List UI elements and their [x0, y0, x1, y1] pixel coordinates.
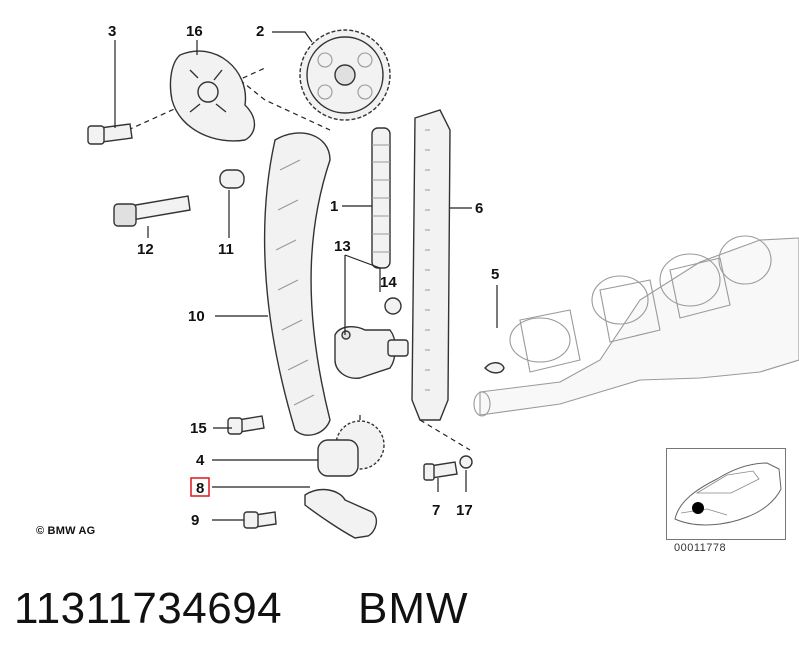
callout-5: 5: [491, 266, 499, 283]
part-13-tensioner: [334, 326, 409, 379]
brand-name: BMW: [358, 584, 469, 633]
part-9-bolt: [243, 511, 277, 529]
callout-9: 9: [191, 512, 199, 529]
part-number: 11311734694: [14, 584, 283, 633]
part-10-tensioner-rail: [263, 132, 331, 436]
callout-12: 12: [137, 241, 154, 258]
car-outline-icon: [674, 462, 782, 526]
callout-6: 6: [475, 200, 483, 217]
leader-lines: [114, 31, 498, 521]
part-7-bolt: [423, 461, 458, 481]
part-6-guide-rail: [411, 109, 451, 421]
callout-1: 1: [330, 198, 338, 215]
location-marker: [692, 502, 704, 514]
callout-8-highlight: [190, 477, 210, 497]
parts-diagram: 3 16 2 1 6 12 11 13 14 5 10 15 4 8 9 7 1…: [87, 23, 799, 539]
crankshaft-illustration: [473, 235, 799, 417]
callout-13: 13: [334, 238, 351, 255]
part-2-sprocket: [299, 29, 391, 121]
callout-17: 17: [456, 502, 473, 519]
vehicle-thumbnail: [666, 448, 786, 540]
part-8-guide: [304, 488, 378, 539]
part-15-bolt: [227, 415, 265, 435]
part-16-cover: [169, 50, 256, 142]
callout-15: 15: [190, 420, 207, 437]
copyright-notice: © BMW AG: [36, 525, 96, 537]
callout-7: 7: [432, 502, 440, 519]
part-5-key: [484, 362, 505, 374]
callout-2: 2: [256, 23, 264, 40]
callout-16: 16: [186, 23, 203, 40]
part-1-chain: [371, 127, 391, 269]
callout-4: 4: [196, 452, 205, 469]
thumbnail-code: 00011778: [674, 542, 727, 554]
callout-14: 14: [380, 274, 397, 291]
part-4-gear: [317, 420, 385, 477]
part-3-bolt: [87, 123, 133, 145]
part-14-seal-ring: [384, 297, 402, 315]
part-12-bolt: [113, 195, 191, 227]
callout-labels: 3 16 2 1 6 12 11 13 14 5 10 15 4 8 9 7 1…: [108, 23, 499, 529]
callout-8: 8: [196, 480, 204, 497]
callout-11: 11: [218, 241, 234, 258]
part-17-washer: [459, 455, 473, 469]
part-11-sleeve: [219, 169, 245, 189]
callout-3: 3: [108, 23, 116, 40]
callout-10: 10: [188, 308, 205, 325]
